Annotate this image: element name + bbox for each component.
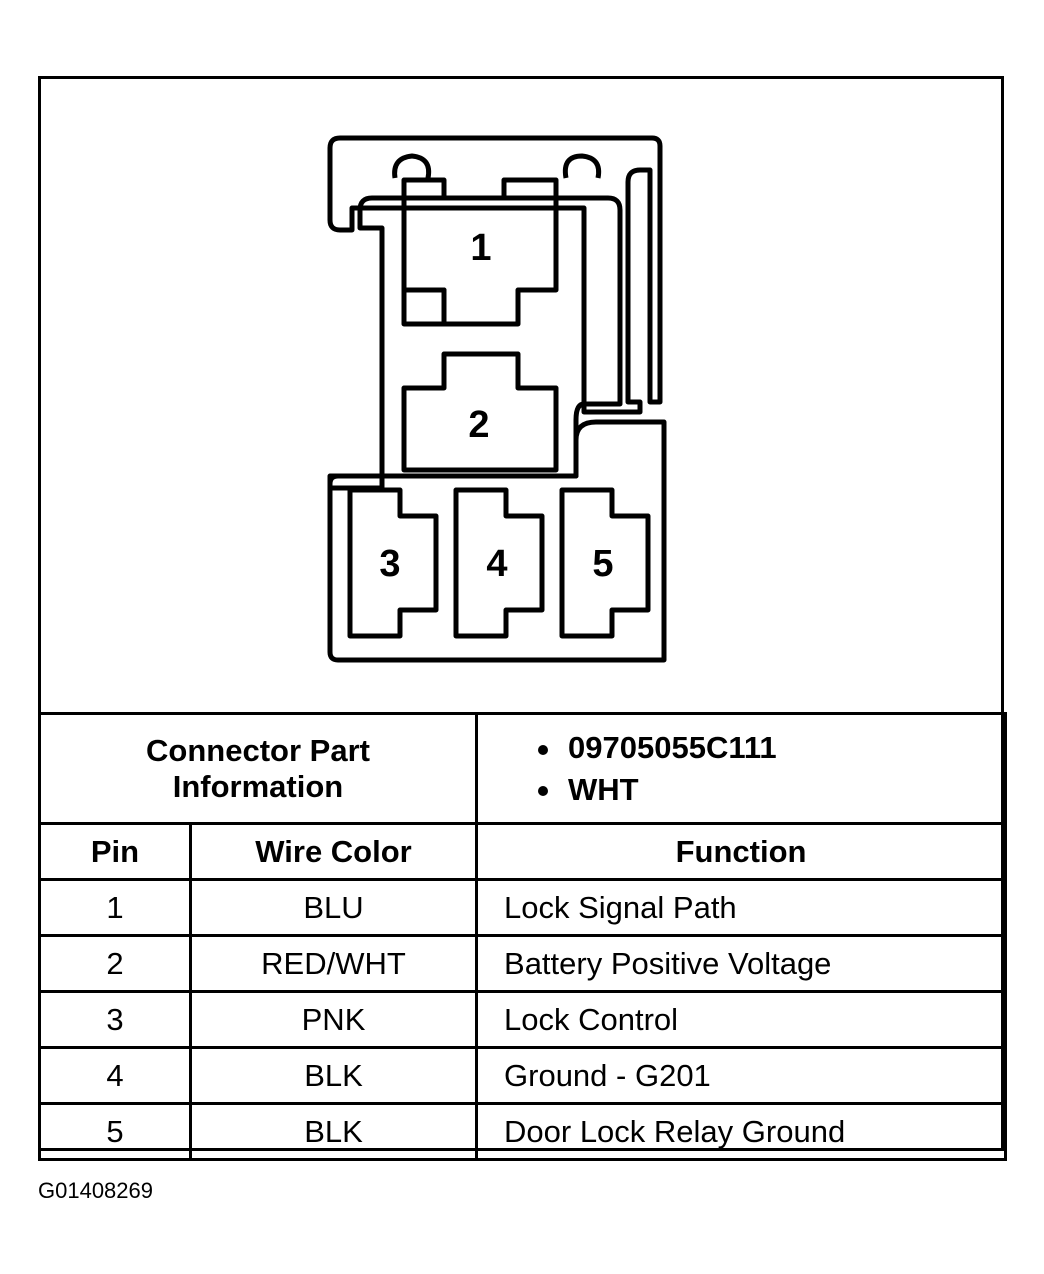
pin-cavity-5 <box>559 487 651 639</box>
function-cell: Lock Signal Path <box>475 878 1008 937</box>
table-header-row: Pin Wire Color Function <box>38 822 1008 881</box>
pin-cell: 5 <box>38 1102 192 1161</box>
part-info-title: Connector Part Information <box>37 712 479 825</box>
latch-left <box>392 153 432 179</box>
pin-cavity-2 <box>401 287 559 473</box>
pin-label-4: 4 <box>486 543 507 585</box>
table-row: 5 BLK Door Lock Relay Ground <box>38 1102 1008 1161</box>
pin-label-5: 5 <box>592 543 613 585</box>
part-info-title-line2: Information <box>172 768 344 804</box>
wire-color-cell: RED/WHT <box>188 934 479 993</box>
latch-right <box>562 153 602 179</box>
pin-label-2: 2 <box>468 404 489 446</box>
wire-color-cell: BLK <box>188 1102 479 1161</box>
table-row: 1 BLU Lock Signal Path <box>38 878 1008 937</box>
part-info-row: Connector Part Information 09705055C111 … <box>37 712 1008 825</box>
header-pin: Pin <box>38 822 192 881</box>
table-row: 2 RED/WHT Battery Positive Voltage <box>38 934 1008 993</box>
wire-color-cell: BLU <box>188 878 479 937</box>
wire-color-cell: PNK <box>188 990 479 1049</box>
pin-label-3: 3 <box>379 543 400 585</box>
pin-cell: 4 <box>38 1046 192 1105</box>
header-function: Function <box>475 822 1008 881</box>
pin-cavity-4 <box>453 487 545 639</box>
pin-label-1: 1 <box>470 227 491 269</box>
table-row: 3 PNK Lock Control <box>38 990 1008 1049</box>
part-number: 09705055C111 <box>538 730 1004 766</box>
wire-color-cell: BLK <box>188 1046 479 1105</box>
pin-cell: 2 <box>38 934 192 993</box>
connector-info-table: Connector Part Information 09705055C111 … <box>37 712 1008 1161</box>
bullet-icon <box>538 786 549 797</box>
figure-id: G01408269 <box>38 1178 153 1203</box>
bullet-icon <box>538 744 549 755</box>
part-info-values: 09705055C111 WHT <box>475 712 1008 825</box>
function-cell: Battery Positive Voltage <box>475 934 1008 993</box>
function-cell: Ground - G201 <box>475 1046 1008 1105</box>
connector-lower-shell <box>327 419 667 663</box>
connector-upper-shell <box>327 135 663 415</box>
connector-face-diagram: 1 2 3 4 5 <box>327 135 667 663</box>
pin-cell: 1 <box>38 878 192 937</box>
pin-cell: 3 <box>38 990 192 1049</box>
function-cell: Lock Control <box>475 990 1008 1049</box>
header-wire-color: Wire Color <box>188 822 479 881</box>
function-cell: Door Lock Relay Ground <box>475 1102 1008 1161</box>
table-row: 4 BLK Ground - G201 <box>38 1046 1008 1105</box>
connector-color: WHT <box>538 772 1004 808</box>
part-info-title-line1: Connector Part <box>146 732 370 768</box>
pin-cavity-3 <box>347 487 439 639</box>
